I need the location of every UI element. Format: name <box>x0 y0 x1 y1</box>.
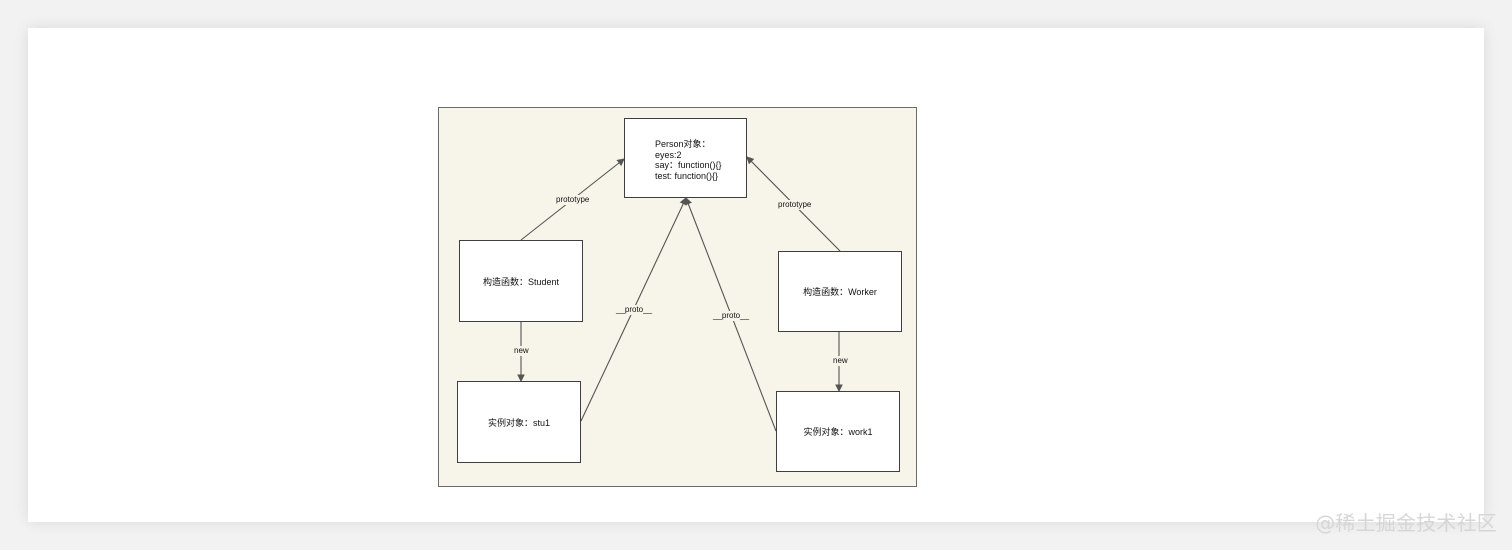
work1-label: 实例对象：work1 <box>803 427 873 437</box>
stu1-label: 实例对象：stu1 <box>487 417 550 428</box>
student-new-label: new <box>513 346 530 356</box>
worker-constructor-node: 构造函数：Worker <box>778 251 902 332</box>
person-eyes: eyes:2 <box>655 149 682 160</box>
person-node: Person对象： eyes:2 say：function(){} test: … <box>624 118 747 198</box>
prototype-diagram: Person对象： eyes:2 say：function(){} test: … <box>438 107 917 487</box>
watermark: @稀土掘金技术社区 <box>1315 511 1497 535</box>
person-text: Person对象： eyes:2 say：function(){} test: … <box>655 139 722 181</box>
worker-label: 构造函数：Worker <box>803 287 877 297</box>
worker-new-label: new <box>832 356 849 366</box>
worker-prototype-label: prototype <box>777 200 813 210</box>
person-say: say：function(){} <box>655 160 722 170</box>
student-label: 构造函数：Student <box>482 276 560 287</box>
student-prototype-label: prototype <box>555 195 591 205</box>
stu1-proto-label: __proto__ <box>615 305 654 315</box>
student-constructor-node: 构造函数：Student <box>459 240 583 322</box>
person-title: Person对象： <box>655 139 711 149</box>
work1-proto-label: __proto__ <box>712 311 751 321</box>
work1-instance-node: 实例对象：work1 <box>776 391 900 472</box>
stu1-instance-node: 实例对象：stu1 <box>457 381 581 463</box>
person-test: test: function(){} <box>655 170 719 181</box>
